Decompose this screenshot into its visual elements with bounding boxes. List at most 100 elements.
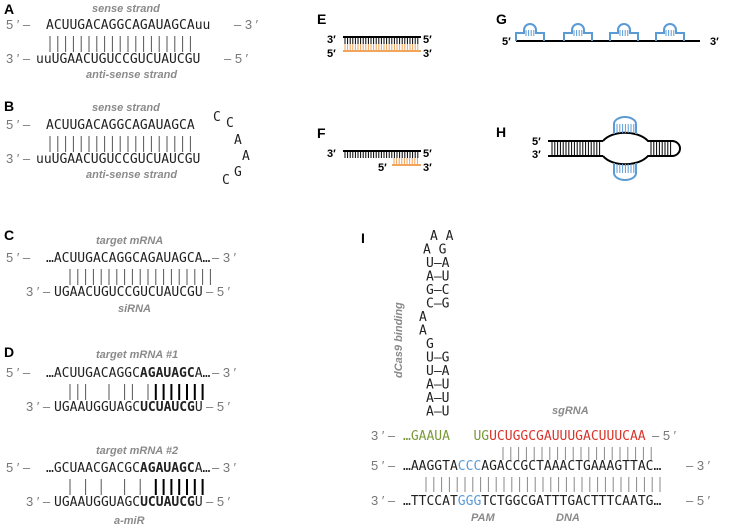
panel-a-top-seq: ACUUGACAGGCAGAUAGCAuu (46, 18, 210, 33)
panel-i-r2-b: AGACCGCTAAACTGAAAGTTAC… (481, 459, 661, 474)
panel-c-bottom-suffix: – 5 ′ (206, 284, 231, 299)
panel-d1-top-suffix: – 3 ′ (212, 365, 237, 380)
panel-f-ticks (344, 151, 419, 165)
panel-c-bottom-seq: UGAACUGUCCGUCUAUCGU (54, 285, 203, 300)
panel-c-top-seq: …ACUUGACAGGCAGAUAGCA… (46, 251, 211, 266)
hairpin-row: A–U (426, 378, 449, 393)
panel-i-rna-dna-pairs (502, 447, 652, 460)
panel-i-r3-suffix: – 5 ′ (686, 493, 711, 508)
panel-d2-top-c: A… (195, 461, 211, 476)
panel-g-left-label: 5′ (502, 36, 511, 48)
hairpin-row: A (419, 310, 427, 325)
panel-b-subtitle: anti-sense strand (86, 169, 177, 181)
panel-i-r2-prefix: 5 ′ – (371, 458, 396, 473)
panel-b-loop-2: C (226, 116, 234, 131)
panel-c-bottom-prefix: 3 ′ – (26, 284, 51, 299)
hairpin-loop (515, 23, 545, 41)
panel-i-r3-seq: …TTCCATGGGTCTGGCGATTTGACTTTCAATG… (403, 494, 661, 509)
panel-b-loop-3: A (234, 133, 242, 148)
panel-i-side-label: dCas9 binding (393, 302, 405, 378)
dsrna-bulge (602, 131, 681, 166)
panel-i-r1-red: UCUGGCGAUUUGACUUUCAA (489, 429, 646, 444)
panel-d2-pairs (69, 479, 204, 495)
panel-d1-bottom-seq: UGAAUGGUAGCUCUAUCGU (54, 400, 203, 415)
panel-h-bottom-left: 3′ (532, 149, 541, 161)
hairpin-row: U–G (426, 351, 450, 366)
panel-i-r1-seq: …GAAUA UGUCUGGCGAUUUGACUUUCAA (403, 429, 646, 444)
panel-d1-top-c: A… (195, 366, 211, 381)
panel-d1-bot-seed: UCUAUCG (140, 400, 195, 415)
panel-d-title1: target mRNA #1 (96, 349, 178, 361)
panel-i-r1-green: …GAAUA UG (403, 429, 489, 444)
panel-d2-top-a: …GCUAACGACGC (46, 461, 140, 476)
panel-i-dna-label: DNA (556, 512, 580, 524)
panel-h-top-left: 5′ (532, 136, 541, 148)
panel-b: B sense strand 5 ′ – ACUUGACAGGCAGAUAGCA… (4, 98, 250, 188)
panel-d-title2: target mRNA #2 (96, 445, 178, 457)
panel-a: A sense strand 5 ′ – ACUUGACAGGCAGAUAGCA… (4, 1, 259, 81)
panel-c-letter: C (4, 227, 14, 243)
hairpin-row: A A (430, 229, 454, 244)
panel-d-letter: D (4, 344, 14, 360)
panel-c-top-prefix: 5 ′ – (6, 250, 31, 265)
panel-e-ticks (344, 37, 419, 51)
panel-i-dna-pairs (425, 477, 661, 492)
panel-d-subtitle: a-miR (114, 515, 145, 527)
panel-f-top-right: 5′ (423, 148, 432, 160)
panel-b-pairs (49, 136, 191, 152)
hairpin-row: C–G (426, 297, 450, 312)
panel-c-title: target mRNA (96, 235, 163, 247)
panel-d1-bot-c: U (195, 400, 203, 415)
panel-d1-top-seed: AGAUAGC (140, 366, 195, 381)
panel-f-bottom-right: 3′ (423, 162, 432, 174)
hairpin-top (613, 116, 637, 134)
panel-g: G 5′ 3′ (496, 11, 719, 48)
panel-f-bottom-left: 5′ (378, 162, 387, 174)
panel-d1-bottom-prefix: 3 ′ – (26, 399, 51, 414)
panel-g-letter: G (496, 11, 507, 27)
panel-g-right-label: 3′ (710, 36, 719, 48)
panel-c-subtitle: siRNA (118, 303, 151, 315)
panel-b-top-seq: ACUUGACAGGCAGAUAGCA (46, 118, 195, 133)
panel-i-r1-suffix: – 5 ′ (652, 428, 677, 443)
panel-b-letter: B (4, 98, 14, 114)
panel-b-loop-4: A (242, 149, 250, 164)
panel-e-letter: E (317, 11, 326, 27)
panel-i-pam-label: PAM (471, 512, 495, 524)
hairpin-row: A–U (426, 391, 449, 406)
hairpin-row: A (419, 324, 427, 339)
hairpin-row: A–U (426, 405, 449, 420)
panel-b-loop-5: G (234, 165, 242, 180)
panel-d2-top-prefix: 5 ′ – (6, 460, 31, 475)
hairpin-loop (655, 23, 685, 41)
panel-d1-top-seq: …ACUUGACAGGCAGAUAGCA… (46, 366, 211, 381)
panel-i-r3-pam: GGG (458, 494, 482, 509)
panel-b-top-prefix: 5 ′ – (6, 117, 31, 132)
panel-a-subtitle: anti-sense strand (86, 69, 177, 81)
panel-d1-bottom-suffix: – 5 ′ (206, 399, 231, 414)
panel-e-bottom-left: 5′ (327, 48, 336, 60)
panel-i-sgrna-label: sgRNA (552, 405, 589, 417)
panel-f: F 3′ 5′ 5′ 3′ (317, 125, 432, 174)
panel-d2-top-seq: …GCUAACGACGCAGAUAGCA… (46, 461, 211, 476)
panel-e-bottom-right: 3′ (423, 48, 432, 60)
panel-i-r2-a: …AAGGTA (403, 459, 458, 474)
panel-i-r2-seq: …AAGGTACCCAGACCGCTAAACTGAAAGTTAC… (403, 459, 661, 474)
panel-f-letter: F (317, 125, 326, 141)
panel-i-r3-a: …TTCCAT (403, 494, 458, 509)
panel-d2-bottom-seq: UGAAUGGUAGCUCUAUCGU (54, 495, 203, 510)
panel-i-r3-b: TCTGGCGATTTGACTTTCAATG… (481, 494, 661, 509)
panel-h: H 5′ 3′ (496, 116, 681, 181)
panel-d2-bot-seed: UCUAUCG (140, 495, 195, 510)
panel-d2-bot-c: U (195, 495, 203, 510)
hairpin-bottom (613, 163, 637, 181)
panel-b-loop-1: C (213, 110, 221, 125)
panel-a-pairs (49, 36, 191, 52)
hairpin-row: U–A (426, 364, 450, 379)
panel-e-top-left: 3′ (327, 34, 336, 46)
panel-d2-bottom-suffix: – 5 ′ (206, 494, 231, 509)
panel-d1-bot-a: UGAAUGGUAGC (54, 400, 140, 415)
